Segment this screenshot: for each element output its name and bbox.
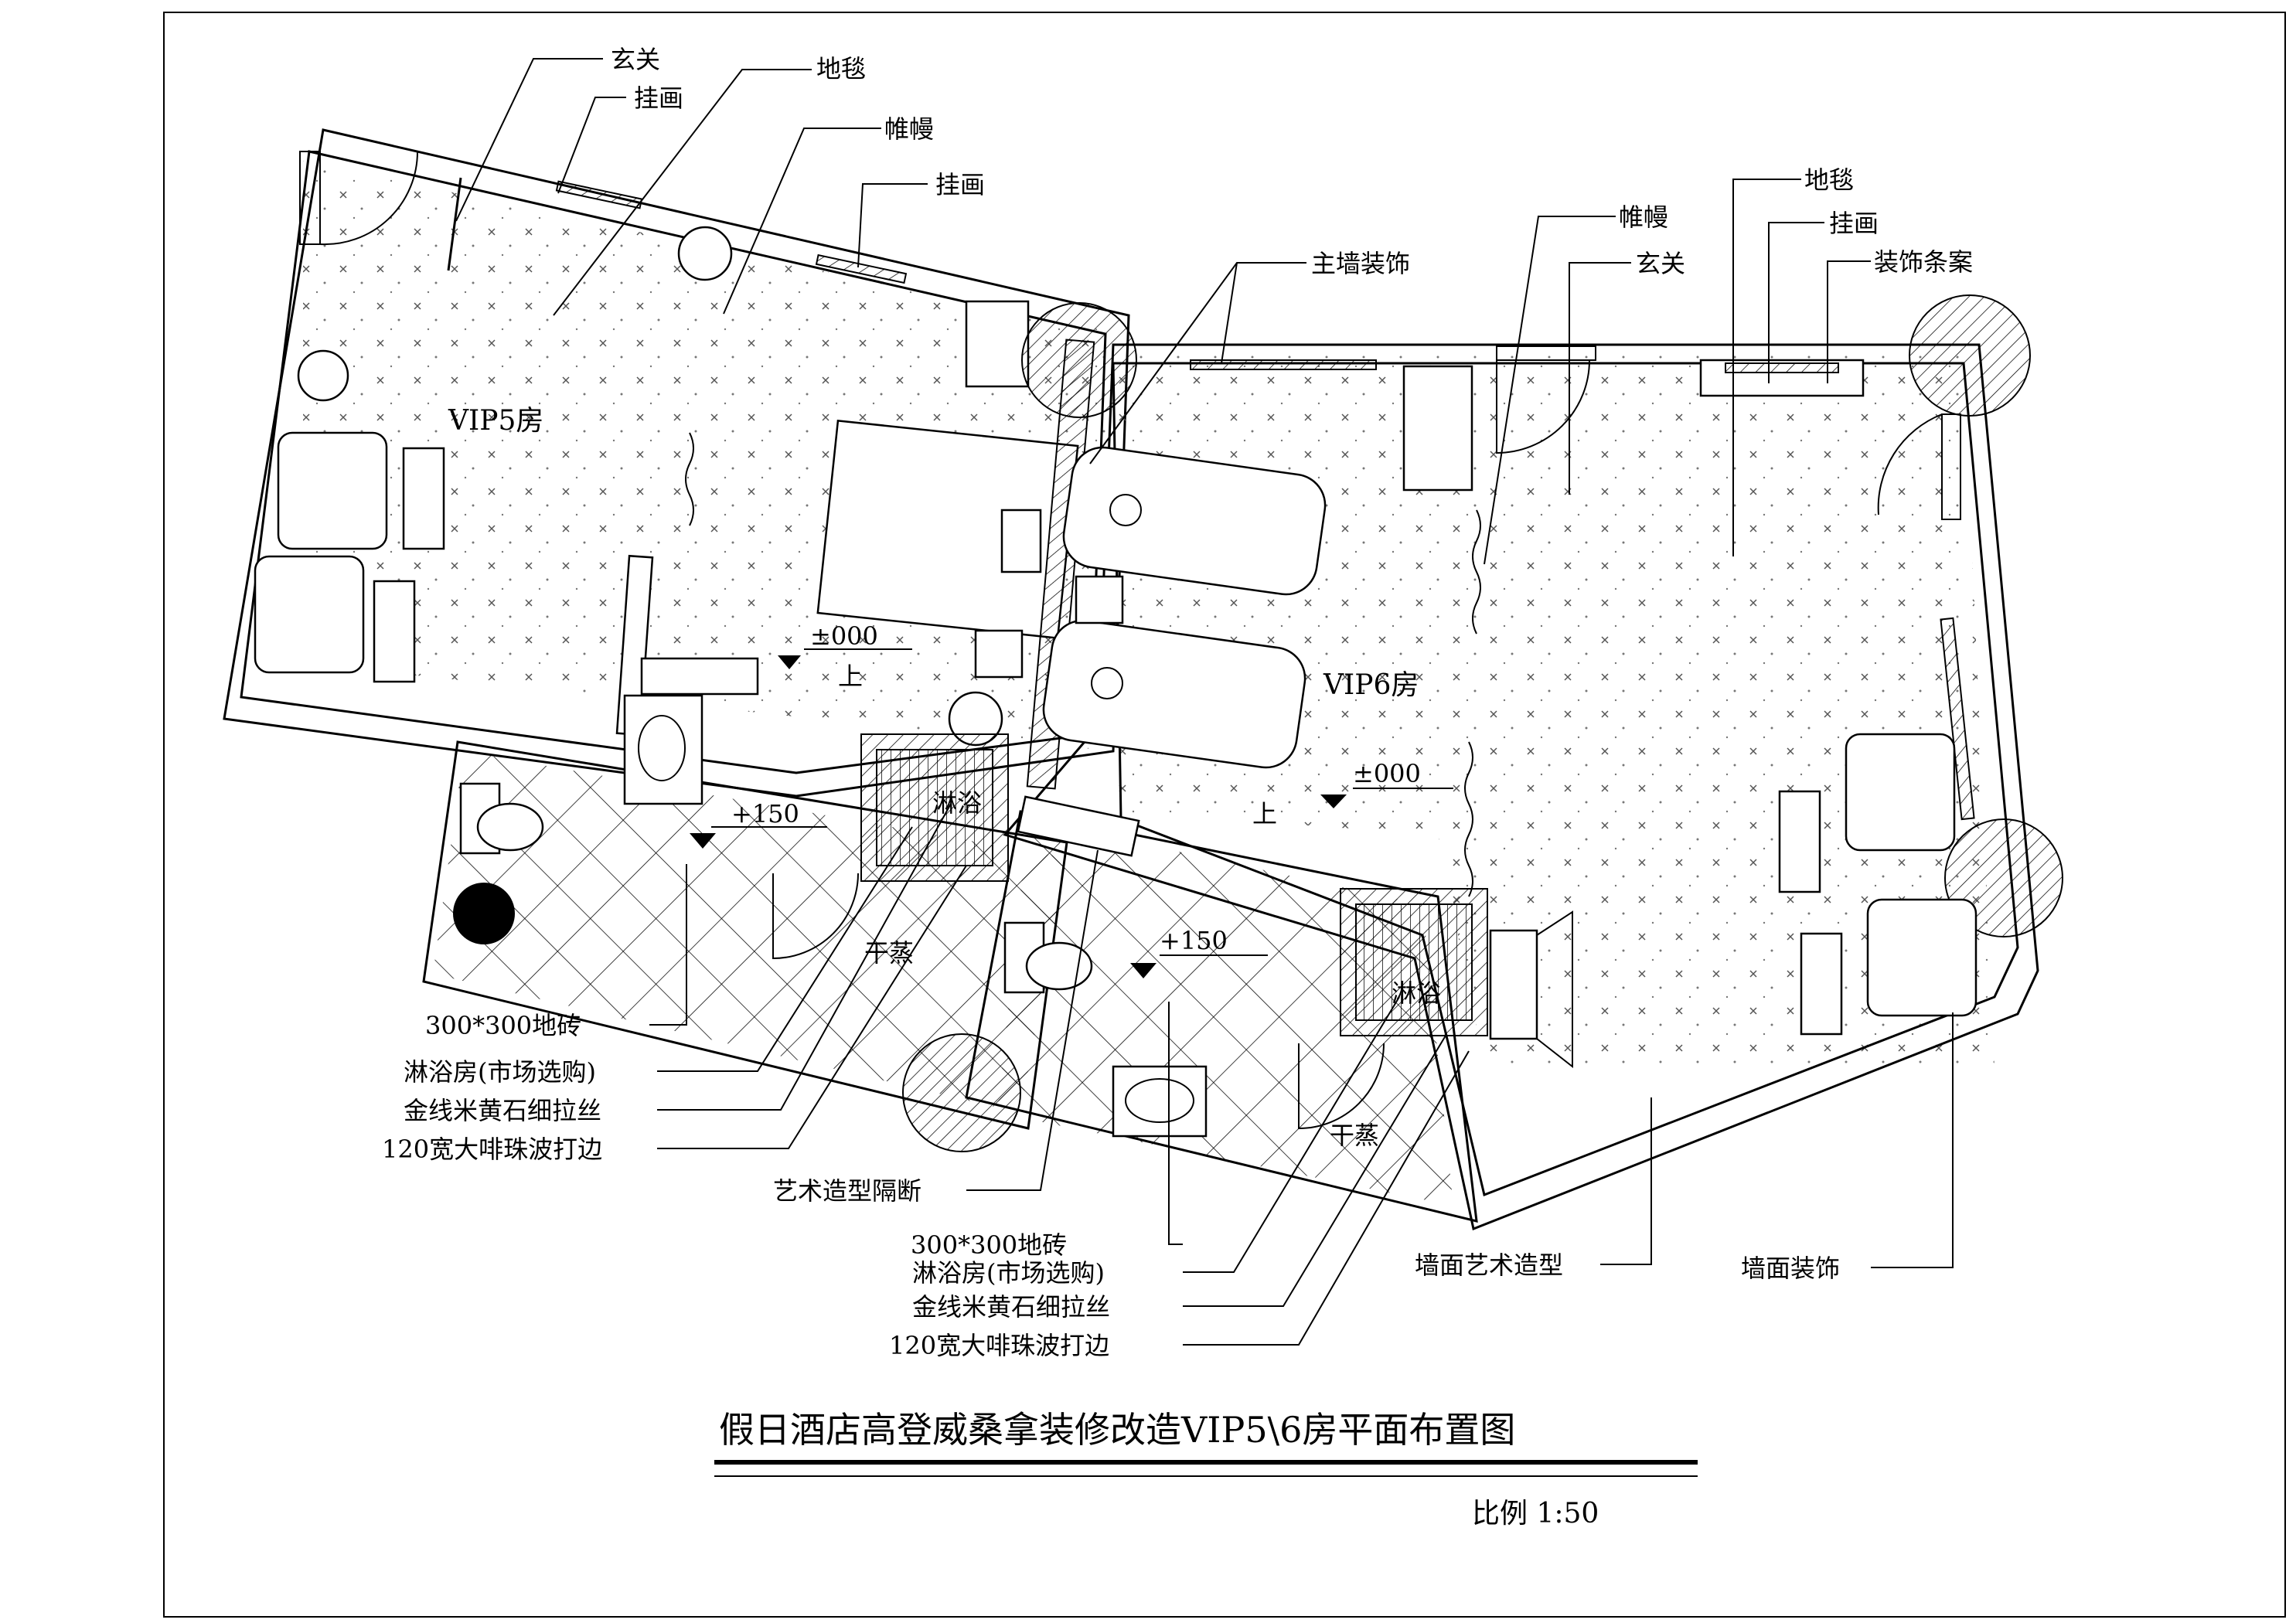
label-stone-mid: 金线米黄石细拉丝 — [912, 1292, 1110, 1322]
level-right-wet: +150 — [1160, 926, 1228, 955]
up-marker-right: 上 — [1252, 799, 1277, 829]
room-name-vip5: VIP5房 — [448, 405, 543, 437]
vip6-room — [685, 294, 2063, 1231]
vip5-room — [223, 128, 1130, 1130]
label-shower-room-left: 淋浴房(市场选购) — [404, 1057, 596, 1087]
shower-label-left: 淋浴 — [932, 788, 982, 818]
label-painting-left-2: 挂画 — [935, 170, 985, 199]
level-right-floor: ±000 — [1353, 759, 1421, 788]
label-tile-mid: 300*300地砖 — [911, 1230, 1067, 1260]
level-left-floor: ±000 — [810, 621, 878, 651]
drawing-scale: 比例 1:50 — [1472, 1498, 1599, 1529]
label-painting-right: 挂画 — [1829, 209, 1879, 238]
label-partition: 艺术造型隔断 — [773, 1176, 921, 1206]
room-name-vip6: VIP6房 — [1323, 669, 1419, 701]
label-main-wall: 主墙装饰 — [1311, 249, 1410, 278]
label-curtain-left: 帷幔 — [884, 114, 934, 144]
leader-lines — [455, 58, 1954, 1346]
label-entry-right: 玄关 — [1636, 249, 1685, 278]
label-painting-left-1: 挂画 — [634, 83, 683, 113]
shower-label-right: 淋浴 — [1392, 978, 1441, 1008]
label-carpet-left: 地毯 — [816, 54, 866, 83]
label-carpet-right: 地毯 — [1804, 165, 1854, 195]
drawing-title: 假日酒店高登威桑拿装修改造VIP5\6房平面布置图 — [719, 1409, 1515, 1451]
label-wall-deco: 墙面装饰 — [1741, 1254, 1840, 1283]
sheet-border — [163, 12, 2286, 1618]
label-curtain-right: 帷幔 — [1619, 202, 1668, 232]
label-edge-mid: 120宽大啡珠波打边 — [889, 1331, 1109, 1360]
label-stone-left: 金线米黄石细拉丝 — [404, 1096, 601, 1125]
up-marker-left: 上 — [838, 662, 863, 691]
label-shower-room-mid: 淋浴房(市场选购) — [912, 1258, 1105, 1288]
label-tile-left: 300*300地砖 — [425, 1011, 581, 1040]
sauna-label-left: 干蒸 — [864, 938, 914, 968]
label-console: 装饰条案 — [1874, 247, 1973, 277]
label-entry-left: 玄关 — [611, 45, 660, 74]
level-left-wet: +150 — [731, 799, 799, 829]
sauna-label-right: 干蒸 — [1330, 1121, 1379, 1150]
label-edge-left: 120宽大啡珠波打边 — [382, 1135, 602, 1164]
label-wall-art: 墙面艺术造型 — [1415, 1250, 1563, 1280]
level-markers — [690, 648, 1453, 978]
